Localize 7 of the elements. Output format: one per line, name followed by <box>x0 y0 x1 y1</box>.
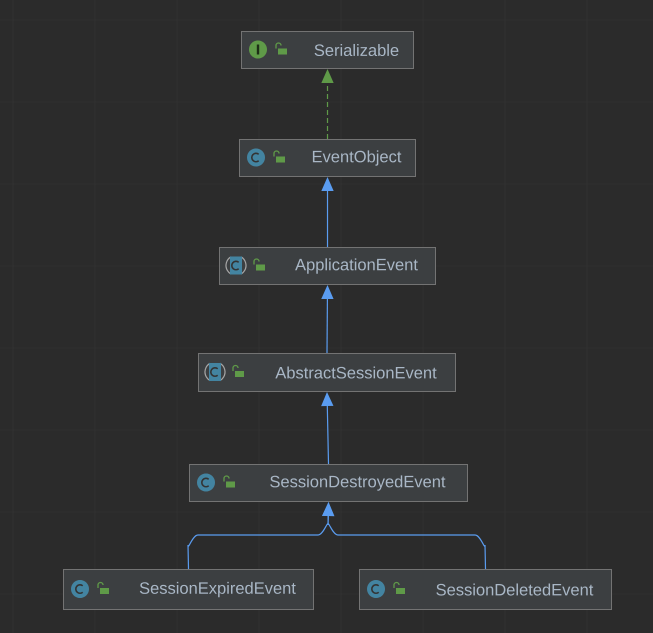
class-box: Serializable <box>241 31 414 69</box>
class-box: SessionExpiredEvent <box>63 569 314 610</box>
class-box: EventObject <box>239 139 416 177</box>
class-box: SessionDestroyedEvent <box>189 464 468 502</box>
class-box: ApplicationEvent <box>219 247 436 285</box>
class-box: SessionDeletedEvent <box>359 569 612 610</box>
class-box: AbstractSessionEvent <box>198 353 456 392</box>
